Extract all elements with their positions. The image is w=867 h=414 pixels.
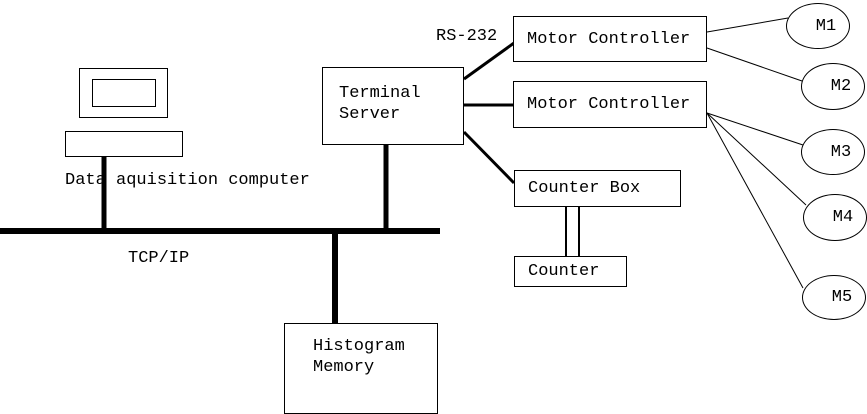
motor-controller-top-node: Motor Controller bbox=[513, 16, 707, 62]
counter-label: Counter bbox=[528, 262, 600, 281]
data-acquisition-computer-label: Data aquisition computer bbox=[65, 171, 310, 190]
motor-m5-label: M5 bbox=[831, 288, 853, 307]
mc1-m1-link-line bbox=[706, 17, 789, 33]
motor-m3-node: M3 bbox=[801, 129, 865, 175]
histogram-memory-node: Histogram Memory bbox=[284, 323, 438, 414]
motor-controller-top-label: Motor Controller bbox=[527, 29, 691, 49]
motor-controller-bottom-node: Motor Controller bbox=[513, 81, 707, 128]
mc2-m4-link-line bbox=[706, 112, 807, 206]
tcpip-bus-label: TCP/IP bbox=[128, 249, 190, 268]
ts-counterbox-link-line bbox=[462, 130, 516, 185]
mc2-m5-link-line bbox=[706, 112, 804, 289]
motor-m4-node: M4 bbox=[803, 194, 867, 241]
counter-box-node: Counter Box bbox=[514, 170, 681, 207]
motor-m1-label: M1 bbox=[815, 16, 837, 36]
computer-screen-icon bbox=[92, 79, 156, 107]
mc2-m3-link-line bbox=[706, 112, 804, 146]
counter-box-label: Counter Box bbox=[528, 179, 641, 198]
motor-m1-node: M1 bbox=[786, 3, 850, 49]
terminal-server-label: Terminal Server bbox=[339, 84, 421, 124]
terminal-server-node: Terminal Server bbox=[322, 67, 464, 145]
mc1-m2-link-line bbox=[706, 47, 803, 82]
motor-m3-label: M3 bbox=[830, 142, 852, 162]
motor-m2-node: M2 bbox=[801, 63, 865, 110]
histogram-memory-label: Histogram Memory bbox=[313, 337, 405, 377]
computer-monitor-icon bbox=[79, 68, 168, 118]
counter-node: Counter bbox=[514, 256, 627, 287]
computer-keyboard-icon bbox=[65, 131, 183, 157]
motor-m2-label: M2 bbox=[830, 77, 852, 96]
ts-mc1-link-line bbox=[463, 41, 515, 81]
motor-m4-label: M4 bbox=[832, 208, 854, 227]
motor-controller-bottom-label: Motor Controller bbox=[527, 95, 691, 114]
rs232-link-label: RS-232 bbox=[436, 27, 498, 46]
motor-m5-node: M5 bbox=[802, 275, 866, 320]
